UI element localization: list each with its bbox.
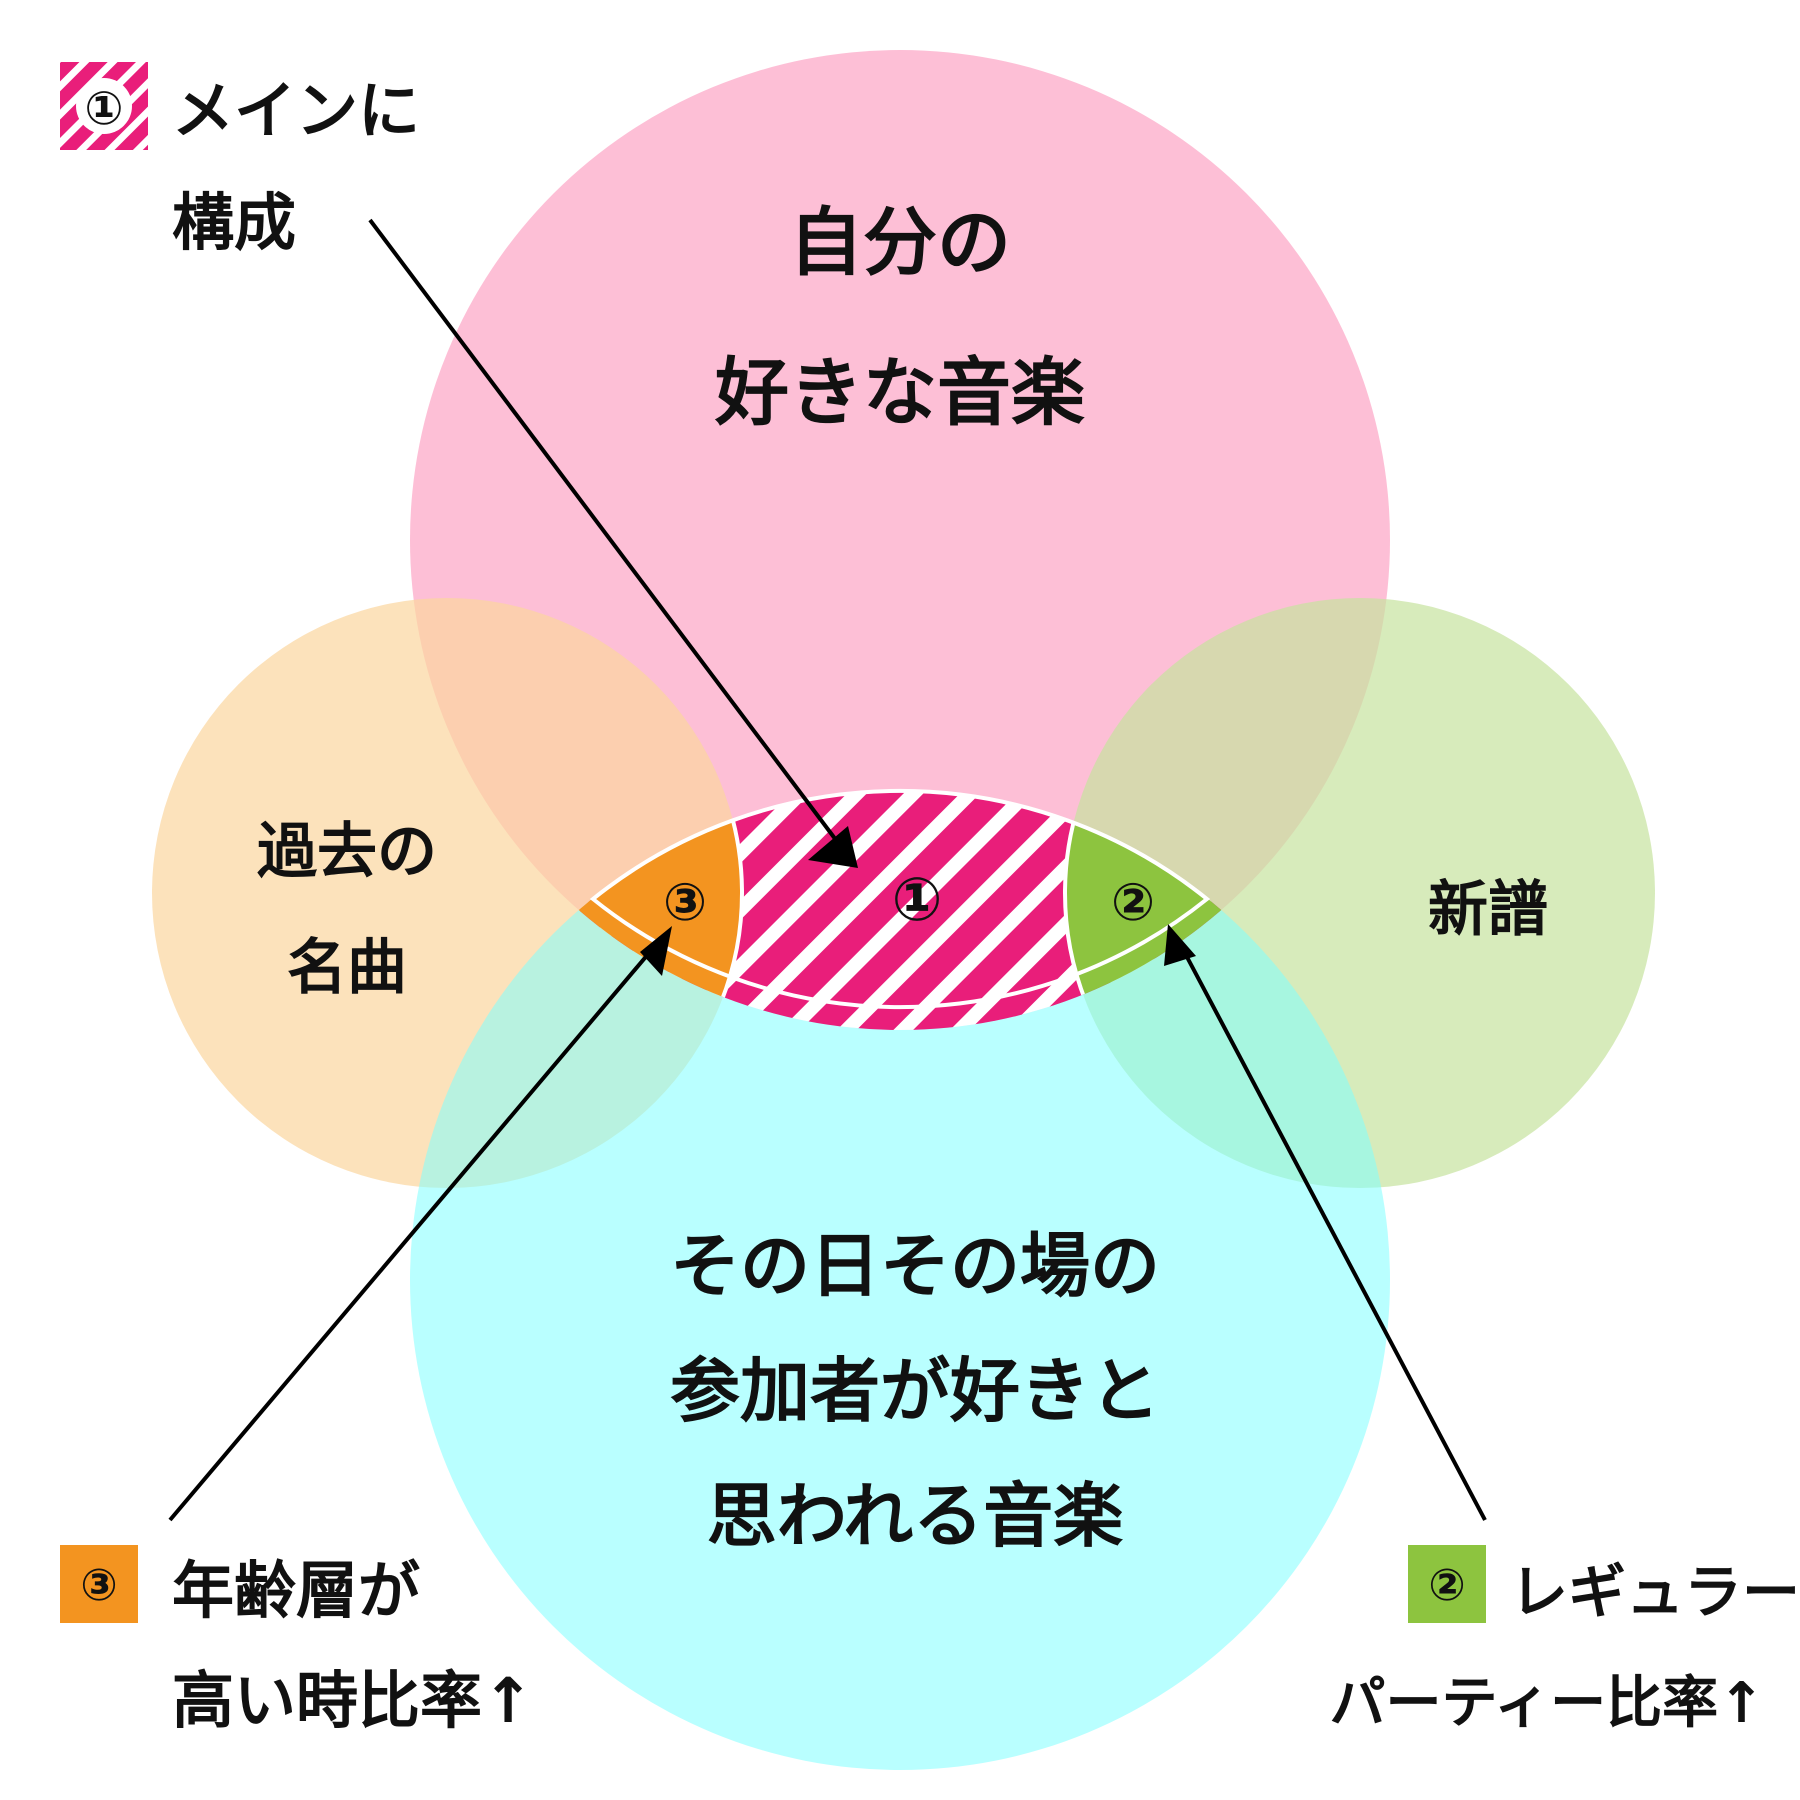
legend-2-line2: パーティー比率↑ — [1329, 1671, 1765, 1736]
arrows — [168, 218, 1487, 1522]
legend-2-num: ② — [1428, 1560, 1465, 1611]
region-2-label: ② — [1111, 873, 1155, 933]
legend-2-line1: レギュラー — [1510, 1558, 1800, 1626]
bottom-circle-label-3: 思われる音楽 — [707, 1475, 1124, 1557]
lens-outline — [589, 788, 1211, 1010]
circle-bottom — [410, 790, 1390, 1770]
legend-3-line1: 年齢層が — [172, 1554, 420, 1627]
region-1-label: ① — [892, 865, 943, 935]
bottom-circle-label-2: 参加者が好きと — [670, 1350, 1160, 1432]
arrow-1-head — [808, 826, 858, 868]
bottom-circle-label-1: その日その場の — [670, 1225, 1160, 1307]
legend-3-line2: 高い時比率↑ — [172, 1664, 534, 1737]
arrow-3-line — [168, 938, 662, 1522]
legend-1-line2: 構成 — [172, 186, 296, 259]
arrow-2-line — [1176, 939, 1487, 1521]
top-circle-label-1: 自分の — [789, 200, 1011, 286]
top-circle-label-2: 好きな音楽 — [714, 350, 1085, 436]
right-arc-outline — [1063, 790, 1390, 1030]
arrow-3-head — [640, 926, 672, 976]
left-circle-label-2: 名曲 — [287, 933, 407, 1003]
right-circle-label: 新譜 — [1428, 875, 1548, 945]
left-arc-outline — [410, 790, 744, 1030]
legend-2-swatch — [1408, 1545, 1486, 1623]
legend-1-num-bg — [76, 78, 132, 134]
region-3-label: ③ — [663, 873, 707, 933]
lens-outlines — [410, 788, 1390, 1030]
legend-1-num: ① — [85, 81, 124, 135]
legend-3-swatch — [60, 1545, 138, 1623]
legend-1-line1: メインに — [172, 74, 420, 147]
arrow-1-line — [368, 218, 847, 854]
left-circle-label-1: 過去の — [257, 817, 437, 887]
legend-3-num: ③ — [80, 1560, 117, 1611]
arrow-2-head — [1164, 924, 1196, 966]
